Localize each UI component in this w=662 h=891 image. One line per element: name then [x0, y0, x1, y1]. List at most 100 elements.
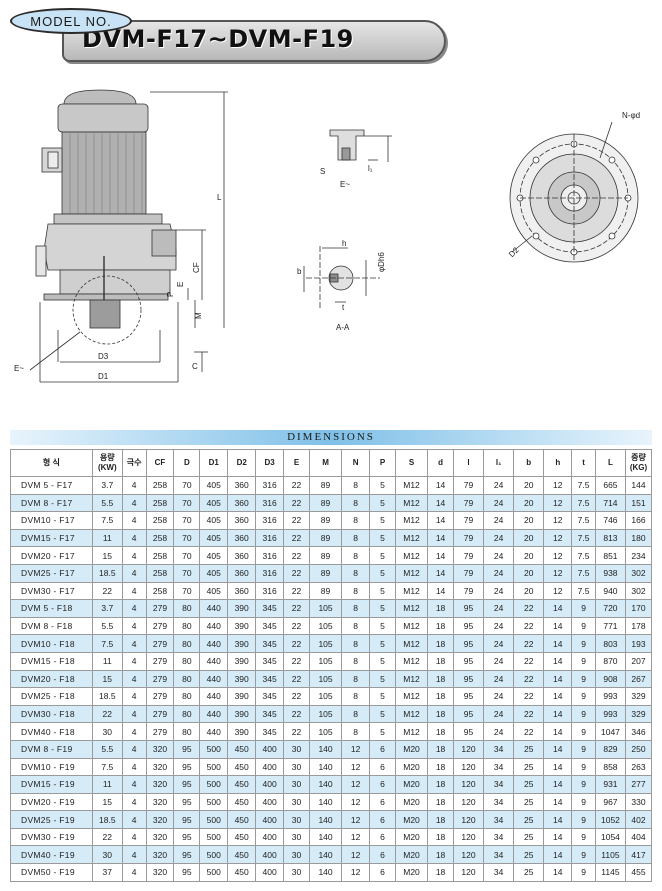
model-cell: DVM 8 - F18 — [10, 616, 93, 636]
value-cell: 440 — [199, 616, 229, 636]
value-cell: 18.5 — [91, 810, 123, 829]
value-cell: 151 — [625, 493, 652, 513]
column-header: b — [513, 449, 545, 477]
value-cell: 22 — [283, 616, 310, 636]
value-cell: 390 — [227, 722, 257, 741]
model-cell: DVM25 - F17 — [10, 563, 93, 583]
value-cell: 450 — [227, 863, 257, 882]
value-cell: 345 — [255, 616, 285, 636]
value-cell: 500 — [199, 739, 229, 759]
value-cell: 95 — [452, 722, 485, 741]
value-cell: 279 — [145, 616, 175, 636]
value-cell: 18 — [427, 669, 454, 689]
value-cell: 9 — [571, 704, 596, 724]
value-cell: 967 — [594, 792, 627, 812]
value-cell: 390 — [227, 599, 257, 618]
value-cell: 22 — [513, 669, 545, 689]
value-cell: 14 — [427, 511, 454, 530]
value-cell: 120 — [452, 810, 485, 829]
value-cell: 9 — [571, 739, 596, 759]
value-cell: 24 — [483, 687, 515, 706]
value-cell: 455 — [625, 863, 652, 882]
model-cell: DVM20 - F17 — [10, 546, 93, 565]
value-cell: M12 — [394, 563, 429, 583]
value-cell: 4 — [121, 792, 147, 812]
value-cell: 9 — [571, 722, 596, 741]
value-cell: 95 — [173, 845, 201, 865]
value-cell: 20 — [513, 563, 545, 583]
value-cell: 22 — [283, 599, 310, 618]
value-cell: 4 — [121, 739, 147, 759]
value-cell: 258 — [145, 511, 175, 530]
section-label-dDh6: φDh6 — [377, 252, 386, 272]
model-cell: DVM15 - F18 — [10, 651, 93, 671]
value-cell: 79 — [452, 493, 485, 513]
model-cell: DVM15 - F19 — [10, 775, 93, 794]
value-cell: 440 — [199, 687, 229, 706]
value-cell: 79 — [452, 546, 485, 565]
model-cell: DVM10 - F19 — [10, 757, 93, 777]
value-cell: M12 — [394, 476, 429, 495]
value-cell: 70 — [173, 493, 201, 513]
value-cell: 329 — [625, 704, 652, 724]
value-cell: 22 — [91, 581, 123, 601]
value-cell: 166 — [625, 511, 652, 530]
value-cell: 4 — [121, 546, 147, 565]
value-cell: 5 — [369, 528, 396, 548]
value-cell: 22 — [513, 599, 545, 618]
value-cell: 12 — [543, 563, 573, 583]
value-cell: 18 — [427, 704, 454, 724]
value-cell: 6 — [369, 775, 396, 794]
value-cell: 279 — [145, 704, 175, 724]
value-cell: 5 — [369, 563, 396, 583]
value-cell: 450 — [227, 792, 257, 812]
value-cell: 5 — [369, 493, 396, 513]
value-cell: 390 — [227, 616, 257, 636]
value-cell: 940 — [594, 581, 627, 601]
value-cell: 24 — [483, 493, 515, 513]
value-cell: 320 — [145, 739, 175, 759]
value-cell: 14 — [543, 599, 573, 618]
value-cell: 9 — [571, 599, 596, 618]
value-cell: 14 — [543, 775, 573, 794]
model-cell: DVM 8 - F17 — [10, 493, 93, 513]
value-cell: 6 — [369, 845, 396, 865]
value-cell: 14 — [543, 722, 573, 741]
value-cell: 1054 — [594, 827, 627, 847]
value-cell: 207 — [625, 651, 652, 671]
column-header: E — [283, 449, 310, 477]
value-cell: 329 — [625, 687, 652, 706]
value-cell: 30 — [283, 775, 310, 794]
value-cell: 120 — [452, 827, 485, 847]
value-cell: 277 — [625, 775, 652, 794]
value-cell: 30 — [283, 739, 310, 759]
model-cell: DVM10 - F17 — [10, 511, 93, 530]
value-cell: 120 — [452, 792, 485, 812]
value-cell: 8 — [341, 546, 371, 565]
technical-drawing: L CF E P M C D3 D1 E~ S E~ l₁ h b φDh6 t… — [14, 89, 640, 383]
value-cell: 24 — [483, 528, 515, 548]
value-cell: 404 — [625, 827, 652, 847]
value-cell: 450 — [227, 775, 257, 794]
value-cell: 6 — [369, 792, 396, 812]
dim-label-C: C — [192, 362, 198, 371]
value-cell: 320 — [145, 827, 175, 847]
value-cell: 1047 — [594, 722, 627, 741]
value-cell: 24 — [483, 563, 515, 583]
value-cell: 22 — [283, 651, 310, 671]
value-cell: 4 — [121, 757, 147, 777]
value-cell: 9 — [571, 634, 596, 653]
value-cell: 1052 — [594, 810, 627, 829]
value-cell: 5 — [369, 669, 396, 689]
value-cell: 4 — [121, 775, 147, 794]
value-cell: M12 — [394, 704, 429, 724]
value-cell: 34 — [483, 739, 515, 759]
column-header: d — [427, 449, 454, 477]
